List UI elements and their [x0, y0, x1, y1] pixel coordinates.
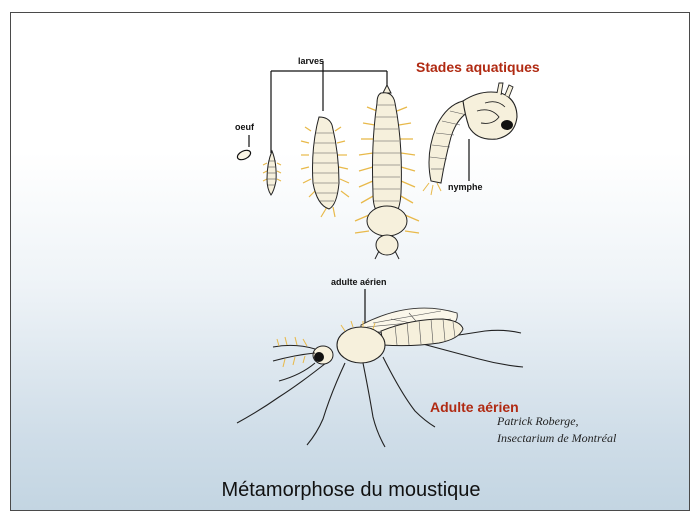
- label-oeuf: oeuf: [235, 122, 254, 132]
- larva-small-illustration: [263, 151, 281, 195]
- label-larves: larves: [298, 56, 324, 66]
- credit-institution: Insectarium de Montréal: [497, 430, 616, 447]
- larva-large-illustration: [355, 85, 419, 259]
- image-credit: Patrick Roberge, Insectarium de Montréal: [497, 413, 616, 447]
- pupa-illustration: [423, 83, 517, 195]
- heading-stades-aquatiques: Stades aquatiques: [416, 59, 540, 75]
- larva-medium-illustration: [301, 117, 349, 217]
- label-adulte-small: adulte aérien: [331, 277, 387, 287]
- egg-illustration: [236, 135, 252, 162]
- credit-author: Patrick Roberge,: [497, 413, 616, 430]
- label-nymphe: nymphe: [448, 182, 483, 192]
- slide-title: Métamorphose du moustique: [11, 479, 690, 502]
- slide-frame: larves oeuf nymphe adulte aérien Stades …: [10, 12, 690, 511]
- adult-mosquito-illustration: [237, 308, 523, 447]
